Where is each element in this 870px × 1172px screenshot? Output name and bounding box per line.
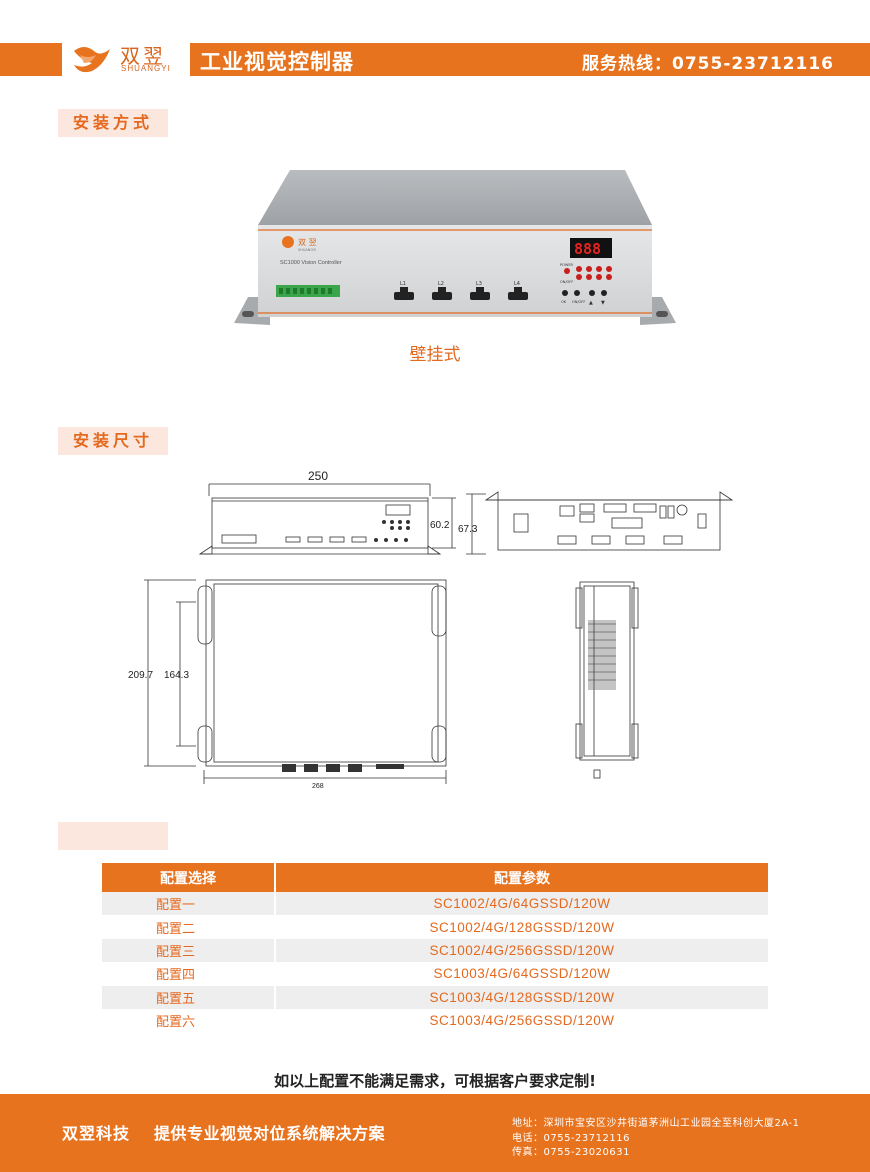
install-caption-wall-mount: 壁挂式 <box>409 345 461 365</box>
panel-button-down: ▼ <box>601 300 605 306</box>
config-spec: SC1003/4G/64GSSD/120W <box>275 962 768 986</box>
device-display: 888 <box>574 240 601 258</box>
footer-phone: 电话：0755-23712116 <box>512 1133 630 1144</box>
footer-bar <box>0 1094 870 1172</box>
config-spec: SC1002/4G/256GSSD/120W <box>275 938 768 963</box>
side-view-drawing <box>575 581 639 779</box>
footer-fax: 传真：0755-23020631 <box>512 1147 630 1158</box>
config-name: 配置四 <box>102 962 276 986</box>
panel-label-power: POWER <box>560 263 574 267</box>
logo-text-cn: 双翌 <box>120 44 166 68</box>
dim-top-width: 268 <box>312 783 324 790</box>
section-tag-config <box>58 822 168 850</box>
header-config-params: 配置参数 <box>275 863 768 892</box>
config-spec: SC1003/4G/128GSSD/120W <box>275 985 768 1009</box>
panel-label-ok: OK <box>561 300 567 304</box>
section-tag-install-size: 安装尺寸 <box>58 427 168 455</box>
front-view-drawing: 250 60.2 67.3 <box>198 469 486 555</box>
config-name: 配置二 <box>102 915 276 939</box>
rear-view-drawing <box>484 491 734 551</box>
top-view-drawing: 209.7 164.3 268 <box>128 579 447 790</box>
device-model-text: SC1000 Vision Controller <box>280 260 342 266</box>
section-tag-install-method: 安装方式 <box>58 109 168 137</box>
footer-slogan: 提供专业视觉对位系统解决方案 <box>154 1124 386 1143</box>
panel-label-onoff-bottom: ON/OFF <box>572 300 585 304</box>
port-label-l3: L3 <box>476 281 482 287</box>
port-label-l2: L2 <box>438 281 444 287</box>
footer-company: 双翌科技 <box>62 1124 131 1143</box>
table-row: 配置一 SC1002/4G/64GSSD/120W <box>102 892 768 916</box>
config-spec: SC1002/4G/128GSSD/120W <box>275 915 768 939</box>
table-row: 配置三 SC1002/4G/256GSSD/120W <box>102 938 768 963</box>
header-config-choice: 配置选择 <box>102 863 276 892</box>
table-row: 配置二 SC1002/4G/128GSSD/120W <box>102 915 768 939</box>
dim-top-depth-outer: 209.7 <box>128 670 153 681</box>
product-photo: 双 翌 SHUANGYI SC1000 Vision Controller L1… <box>234 170 676 325</box>
customization-note: 如以上配置不能满足需求，可根据客户要求定制! <box>274 1072 596 1090</box>
config-name: 配置三 <box>102 938 276 963</box>
port-label-l4: L4 <box>514 281 520 287</box>
config-table-header: 配置选择 配置参数 <box>102 863 768 892</box>
device-brand-en: SHUANGYI <box>298 248 316 252</box>
device-brand-cn: 双 翌 <box>298 238 317 247</box>
panel-label-onoff-top: ON/OFF <box>560 280 573 284</box>
shuangyi-logo-icon <box>74 47 110 73</box>
port-label-l1: L1 <box>400 281 406 287</box>
config-name: 配置六 <box>102 1008 276 1033</box>
table-row: 配置六 SC1003/4G/256GSSD/120W <box>102 1008 768 1033</box>
logo-text-en: SHUANGYI <box>121 64 171 73</box>
config-name: 配置五 <box>102 985 276 1009</box>
panel-button-up: ▲ <box>589 300 593 306</box>
config-spec: SC1003/4G/256GSSD/120W <box>275 1008 768 1033</box>
dim-top-depth-inner: 164.3 <box>164 670 189 681</box>
table-row: 配置五 SC1003/4G/128GSSD/120W <box>102 985 768 1009</box>
config-spec: SC1002/4G/64GSSD/120W <box>275 892 768 916</box>
dim-front-width: 250 <box>308 469 328 483</box>
dim-front-height-outer: 67.3 <box>458 524 478 535</box>
dim-front-height-inner: 60.2 <box>430 520 450 531</box>
footer-address: 地址：深圳市宝安区沙井街道茅洲山工业园全至科创大厦2A-1 <box>512 1118 800 1129</box>
service-hotline: 服务热线：0755-23712116 <box>582 54 834 74</box>
page-title: 工业视觉控制器 <box>200 50 354 74</box>
config-table: 配置选择 配置参数 配置一 SC1002/4G/64GSSD/120W 配置二 … <box>102 863 768 1033</box>
config-name: 配置一 <box>102 892 276 916</box>
table-row: 配置四 SC1003/4G/64GSSD/120W <box>102 962 768 986</box>
